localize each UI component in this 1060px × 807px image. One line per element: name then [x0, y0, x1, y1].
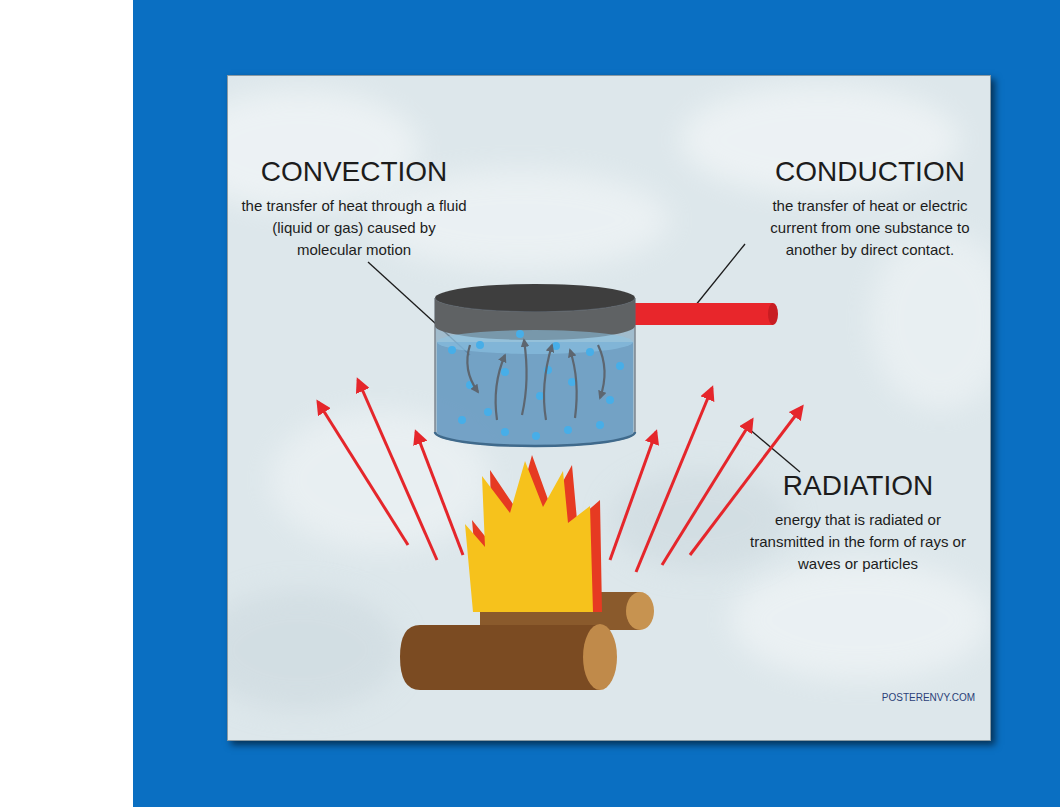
- pot-handle: [633, 303, 773, 325]
- watermark: POSTERENVY.COM: [855, 692, 975, 704]
- campfire: [400, 455, 654, 690]
- section-heading: CONVECTION: [224, 156, 484, 188]
- bubbles: [448, 330, 624, 440]
- leader-line: [748, 428, 800, 472]
- pot: [435, 284, 778, 446]
- convection-arrows: [467, 340, 604, 420]
- definition-text: the transfer of heat or electric current…: [763, 195, 978, 261]
- definition-text: the transfer of heat through a fluid (li…: [238, 195, 470, 261]
- section-heading: RADIATION: [743, 470, 973, 502]
- section-heading: CONDUCTION: [750, 156, 990, 188]
- definition-text: energy that is radiated or transmitted i…: [748, 509, 968, 575]
- smoke-texture: [228, 85, 990, 710]
- leader-line: [695, 244, 745, 306]
